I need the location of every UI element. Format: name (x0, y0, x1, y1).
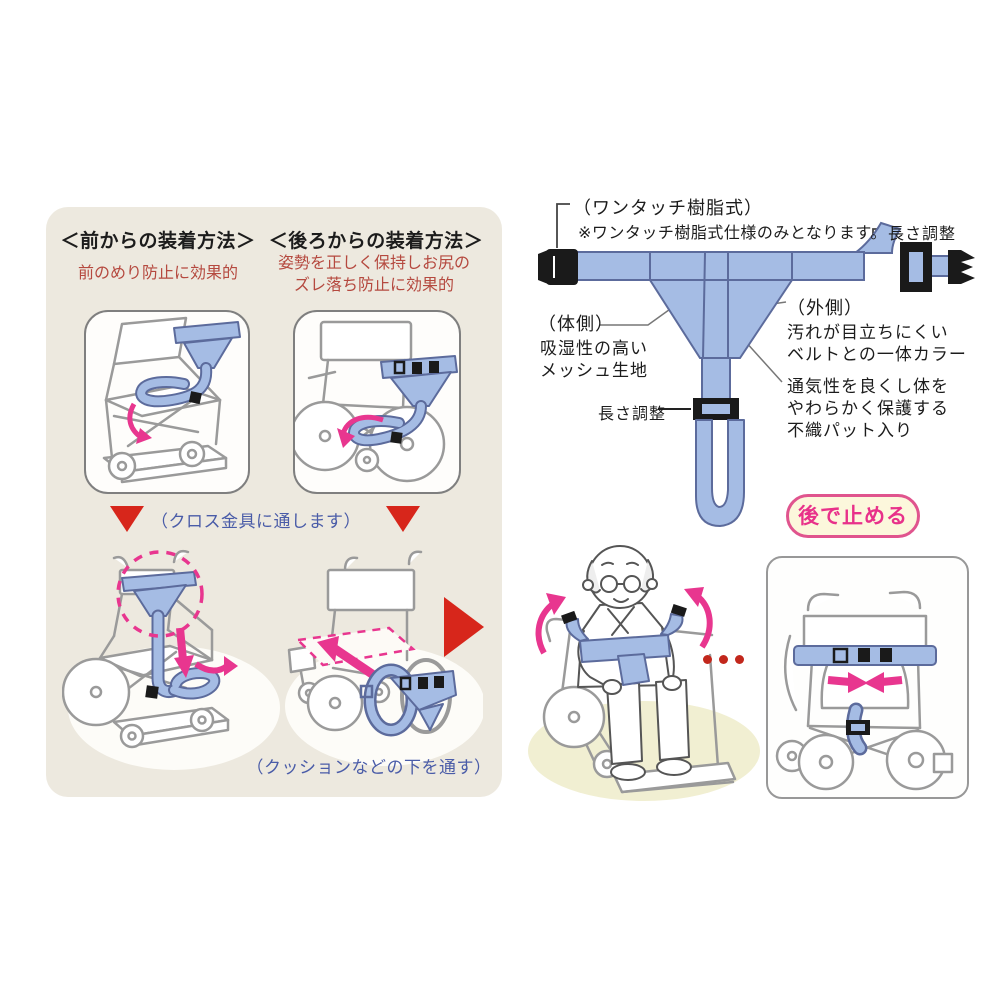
down-arrow-right-icon (386, 506, 420, 532)
pad-position-highlight-circle (116, 550, 204, 638)
body-side-line1: 吸湿性の高い (540, 339, 648, 359)
rear-method-step1-box (293, 310, 461, 494)
under-cushion-caption: （クッションなどの下を通す） (246, 758, 492, 778)
rear-method-title: ＜後ろからの装着方法＞ (268, 230, 484, 252)
belt-product-diagram (538, 203, 975, 527)
left-buckle-icon (538, 249, 578, 285)
front-method-title: ＜前からの装着方法＞ (60, 230, 256, 252)
outer-side-line1: 汚れが目立ちにくい (787, 323, 949, 343)
pad-note-line1: 通気性を良くし体を (787, 377, 949, 397)
rear-fastening-box (766, 556, 969, 799)
seated-user-area (522, 535, 767, 805)
wheelchair-rear-step1-illustration (295, 320, 458, 483)
pad-note-line2: やわらかく保護する (787, 399, 949, 419)
buckle-type-note: ※ワンタッチ樹脂式仕様のみとなります。 (578, 223, 887, 242)
length-adjust-center-label: 長さ調整 (598, 404, 667, 423)
front-method-step2-area (62, 540, 280, 778)
wheelchair-front-step2-illustration (62, 549, 280, 770)
ellipsis-dots (703, 649, 751, 668)
down-arrow-left-icon (110, 506, 144, 532)
outer-side-line2: ベルトとの一体カラー (787, 345, 967, 365)
cushion-dashed-outline (295, 626, 416, 667)
next-step-arrow-icon (444, 597, 484, 657)
right-buckle-icon (900, 242, 975, 292)
pad-note-line3: 不織パット入り (787, 421, 913, 441)
ellipsis-dot (735, 655, 744, 664)
fasten-arrows-icon (827, 672, 903, 693)
cross-fitting-caption: （クロス金具に通します） (151, 512, 361, 532)
rear-method-benefit-line1: 姿勢を正しく保持しお尻の (277, 253, 470, 272)
front-method-benefit: 前のめり防止に効果的 (77, 263, 238, 282)
length-adjust-right-label: 長さ調整 (888, 224, 957, 243)
outer-side-title: （外側） (787, 298, 863, 319)
ellipsis-dot (719, 655, 728, 664)
rear-method-benefit-line2: ズレ落ち防止に効果的 (293, 275, 454, 294)
wheelchair-rear-step2-illustration (285, 550, 483, 766)
body-side-line2: メッシュ生地 (540, 361, 648, 381)
wheelchair-front-step1-illustration (102, 316, 241, 484)
buckle-type-title: （ワンタッチ樹脂式） (573, 198, 763, 219)
front-method-step1-box (84, 310, 250, 494)
body-side-title: （体側） (538, 314, 614, 335)
rear-fastening-illustration (775, 590, 954, 791)
fasten-behind-badge: 後で止める (786, 494, 920, 538)
ellipsis-dot (703, 655, 712, 664)
seated-user-illustration (528, 545, 760, 801)
rear-method-step2-area (283, 548, 483, 773)
